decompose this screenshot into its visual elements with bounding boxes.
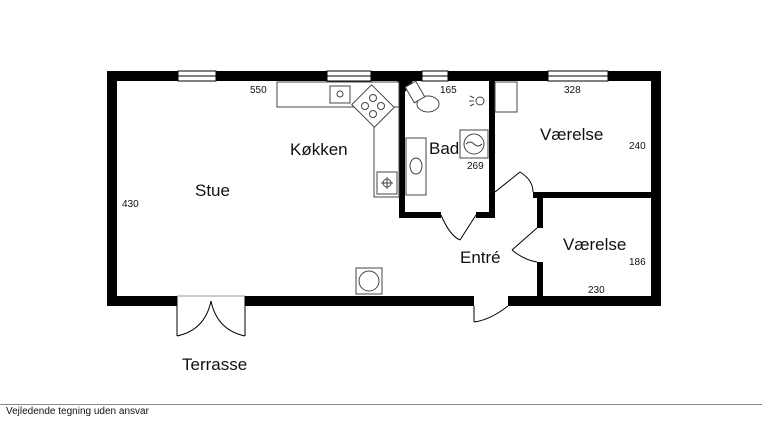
stove-icon [351,84,395,128]
footer-note: Vejledende tegning uden ansvar [6,406,149,417]
dimension-vaerelse-1-width: 328 [564,85,581,96]
dimension-stue-width: 550 [250,85,267,96]
bathroom-fixtures [404,80,489,196]
room-label-vaerelse-1: Værelse [540,125,603,144]
bedroom-fixtures [494,81,518,113]
room-label-terrasse: Terrasse [182,355,247,374]
sink-icon [409,157,423,175]
dimension-bad-depth: 269 [467,161,484,172]
windows [177,70,609,82]
toilet-icon [416,95,440,113]
shower-icon [475,96,485,106]
kitchen-fixtures [276,81,400,198]
wardrobe [494,81,518,113]
dimension-vaerelse-1-depth: 240 [629,141,646,152]
dimension-bad-width: 165 [440,85,457,96]
room-label-stue: Stue [195,181,230,200]
interior-walls [397,81,657,300]
outer-walls [107,71,661,306]
dimension-stue-depth: 430 [122,199,139,210]
room-label-entre: Entré [460,248,501,267]
room-label-kokken: Køkken [290,140,348,159]
room-label-bad: Bad [429,139,459,158]
doors [176,171,538,337]
footer-divider [0,404,762,405]
room-label-vaerelse-2: Værelse [563,235,626,254]
wood-stove-icon [355,267,383,295]
dimension-vaerelse-2-depth: 186 [629,257,646,268]
dimension-vaerelse-2-width: 230 [588,285,605,296]
